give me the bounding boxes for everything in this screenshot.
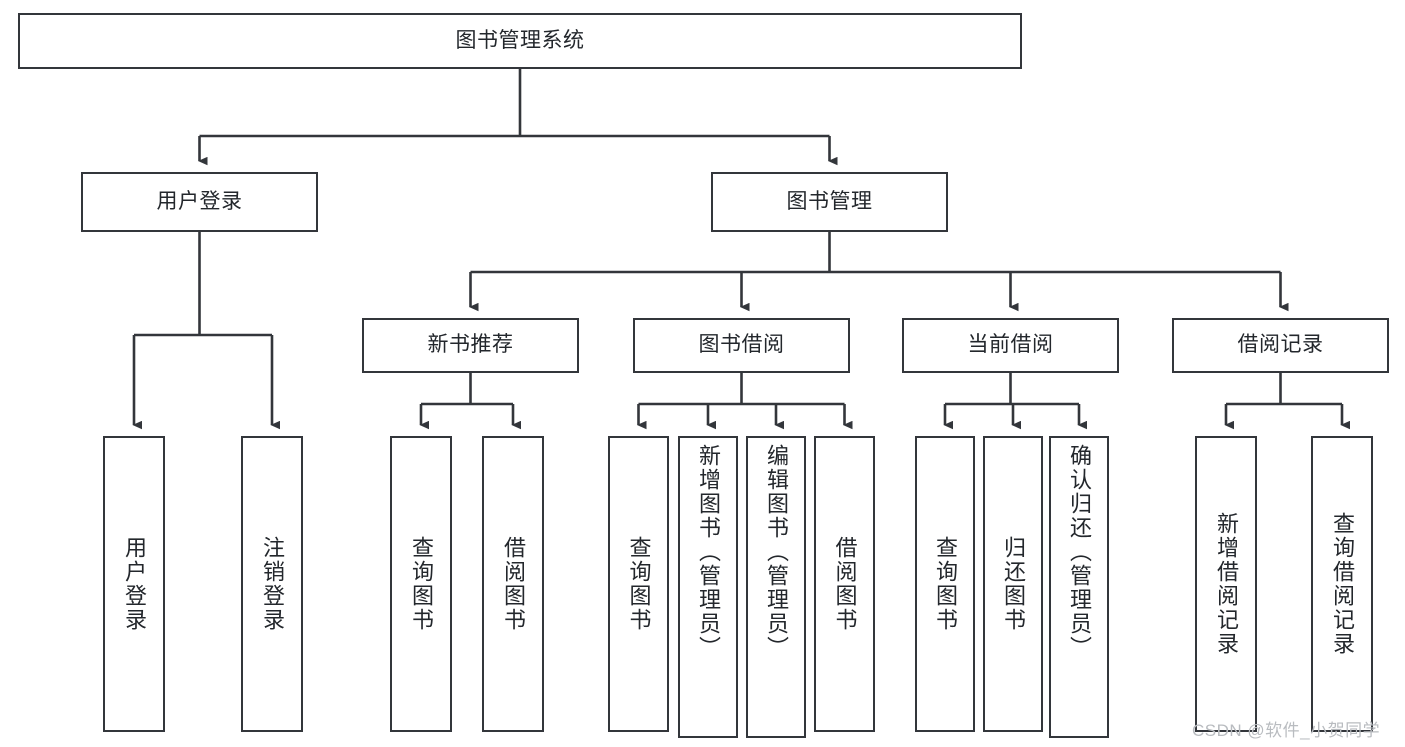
leaf-node-leaf-rec-borrow[interactable]: 借阅图书 xyxy=(482,436,544,732)
node-label: 图书管理 xyxy=(786,189,873,213)
node-label: 查询借阅记录 xyxy=(1330,512,1355,656)
node-label: 用户登录 xyxy=(122,536,147,632)
leaf-node-leaf-rec-add[interactable]: 新增借阅记录 xyxy=(1195,436,1257,732)
node-current-borrow[interactable]: 当前借阅 xyxy=(902,318,1119,373)
leaf-node-leaf-borrow-query[interactable]: 查询图书 xyxy=(608,436,669,732)
node-label: 新书推荐 xyxy=(427,333,514,357)
node-book-manage[interactable]: 图书管理 xyxy=(711,172,948,232)
node-label: 用户登录 xyxy=(156,189,243,213)
node-label: 借阅记录 xyxy=(1237,333,1324,357)
node-label: 借阅图书 xyxy=(501,536,526,632)
node-label: 查询图书 xyxy=(626,536,652,632)
leaf-node-leaf-user-logout[interactable]: 注销登录 xyxy=(241,436,303,732)
csdn-watermark: CSDN @软件_小贺同学 xyxy=(1192,721,1381,740)
node-label: 借阅图书 xyxy=(832,536,858,632)
leaf-node-leaf-borrow-edit[interactable]: 编辑图书（管理员） xyxy=(746,436,806,738)
leaf-node-leaf-rec-query[interactable]: 查询图书 xyxy=(390,436,452,732)
node-label: 新增借阅记录 xyxy=(1214,512,1239,656)
node-label: 注销登录 xyxy=(260,536,285,632)
node-label: 查询图书 xyxy=(933,536,958,632)
root-node-root[interactable]: 图书管理系统 xyxy=(18,13,1022,69)
node-label: 确认归还（管理员） xyxy=(1067,444,1092,660)
leaf-node-leaf-cur-confirm[interactable]: 确认归还（管理员） xyxy=(1049,436,1109,738)
leaf-node-leaf-borrow-add[interactable]: 新增图书（管理员） xyxy=(678,436,738,738)
node-borrow-record[interactable]: 借阅记录 xyxy=(1172,318,1389,373)
node-label: 新增图书（管理员） xyxy=(696,444,721,660)
node-label: 归还图书 xyxy=(1001,536,1026,632)
node-label: 当前借阅 xyxy=(967,333,1054,357)
node-label: 查询图书 xyxy=(409,536,434,632)
node-label: 图书借阅 xyxy=(698,333,785,357)
leaf-node-leaf-rec-query2[interactable]: 查询借阅记录 xyxy=(1311,436,1373,732)
node-book-borrow[interactable]: 图书借阅 xyxy=(633,318,850,373)
leaf-node-leaf-user-login[interactable]: 用户登录 xyxy=(103,436,165,732)
leaf-node-leaf-cur-return[interactable]: 归还图书 xyxy=(983,436,1043,732)
node-user-login[interactable]: 用户登录 xyxy=(81,172,318,232)
node-label: 图书管理系统 xyxy=(455,28,585,52)
leaf-node-leaf-borrow-do[interactable]: 借阅图书 xyxy=(814,436,875,732)
node-new-book-rec[interactable]: 新书推荐 xyxy=(362,318,579,373)
leaf-node-leaf-cur-query[interactable]: 查询图书 xyxy=(915,436,975,732)
node-label: 编辑图书（管理员） xyxy=(764,444,789,660)
